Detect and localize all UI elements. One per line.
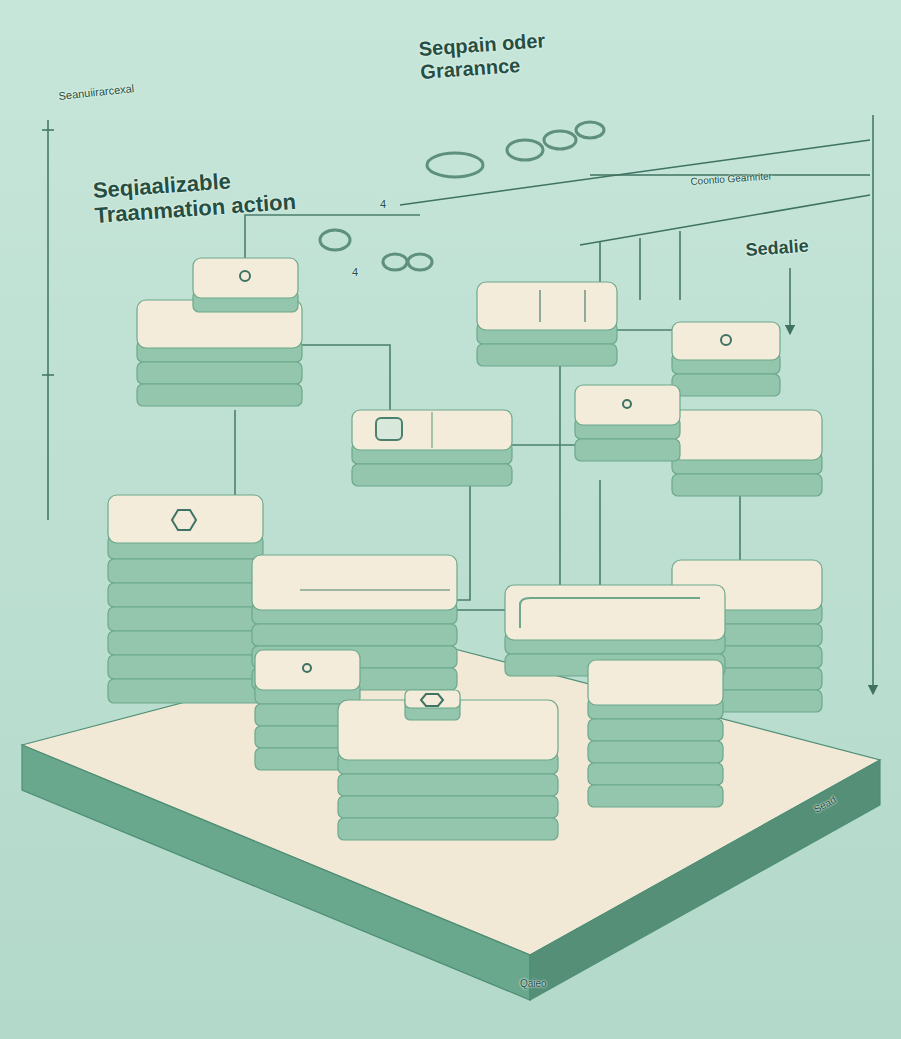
heading-label: Seqpain oder Grarannce (418, 28, 571, 84)
corner-note: Seanuiirarcexal (58, 82, 135, 102)
base-label: Sead (812, 794, 838, 815)
heading-label: Seqiaalizable Traanmation action (92, 162, 330, 229)
note-label: Coontio Geamriter (690, 170, 772, 187)
side-label: Sedalie (745, 236, 809, 261)
callout-number: 4 (380, 198, 386, 211)
base-label: Qaieo (520, 978, 547, 990)
callout-number: 4 (352, 266, 358, 279)
